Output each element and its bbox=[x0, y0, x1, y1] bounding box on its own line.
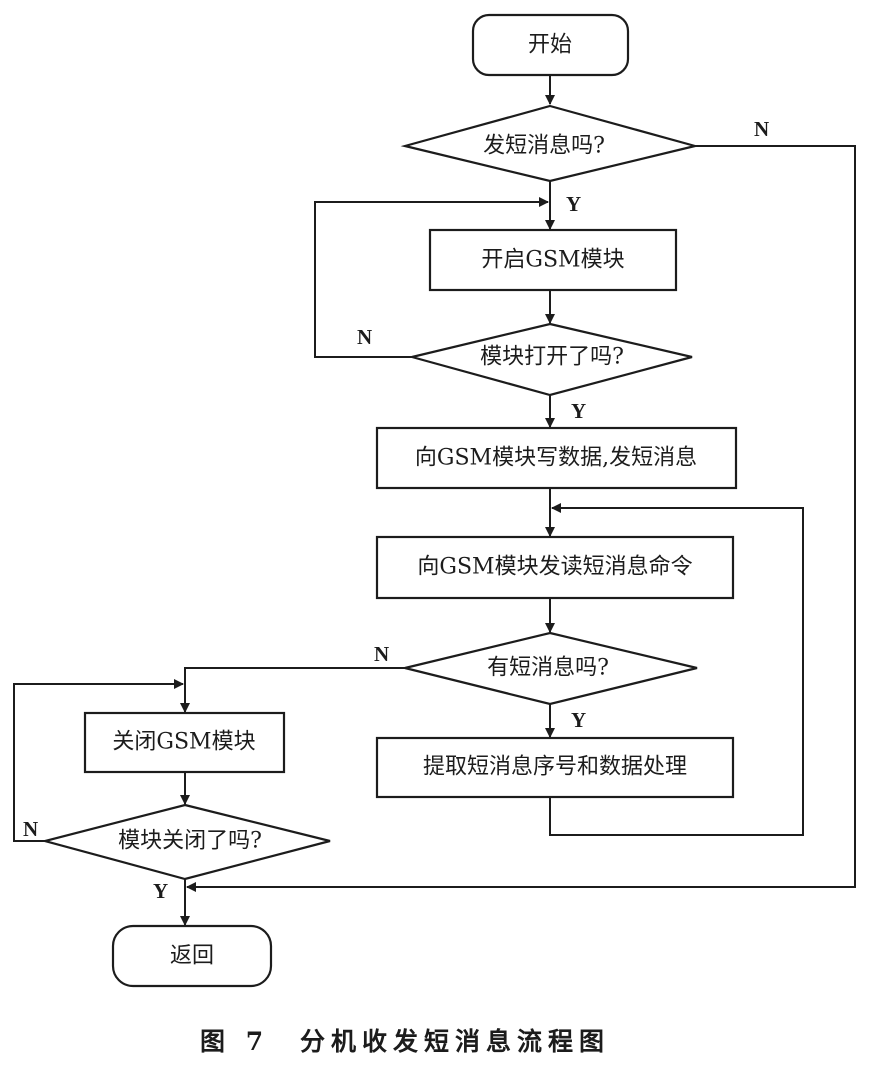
decision-module-open-label: 模块打开了吗? bbox=[480, 345, 624, 370]
decision-module-closed-label: 模块关闭了吗? bbox=[118, 829, 262, 854]
label-send-sms-no: N bbox=[754, 117, 769, 141]
process-open-gsm: 开启GSM模块 bbox=[428, 228, 678, 292]
start-label: 开始 bbox=[528, 33, 572, 58]
process-extract-sms: 提取短消息序号和数据处理 bbox=[375, 736, 735, 799]
process-open-gsm-label: 开启GSM模块 bbox=[481, 248, 624, 273]
process-read-cmd: 向GSM模块发读短消息命令 bbox=[375, 535, 735, 600]
decision-has-sms-label: 有短消息吗? bbox=[487, 656, 609, 681]
process-write-data-label: 向GSM模块写数据,发短消息 bbox=[415, 446, 697, 471]
branch-labels: N Y N Y N Y N Y bbox=[23, 117, 769, 903]
decision-send-sms: 发短消息吗? bbox=[400, 104, 700, 183]
process-close-gsm: 关闭GSM模块 bbox=[83, 711, 286, 774]
label-module-open-yes: Y bbox=[571, 399, 586, 423]
label-send-sms-yes: Y bbox=[566, 192, 581, 216]
return-label: 返回 bbox=[170, 944, 214, 969]
start-node: 开始 bbox=[471, 13, 630, 77]
decision-send-sms-label: 发短消息吗? bbox=[483, 134, 605, 159]
arrow-module-open-no-loop bbox=[314, 197, 549, 358]
label-module-closed-yes: Y bbox=[153, 879, 168, 903]
label-module-closed-no: N bbox=[23, 817, 38, 841]
arrow-module-closed-no-loop bbox=[13, 679, 184, 842]
process-close-gsm-label: 关闭GSM模块 bbox=[112, 730, 255, 755]
figure-number: 图 7 bbox=[200, 1027, 269, 1056]
return-node: 返回 bbox=[111, 924, 273, 988]
process-write-data: 向GSM模块写数据,发短消息 bbox=[375, 426, 738, 490]
process-read-cmd-label: 向GSM模块发读短消息命令 bbox=[417, 555, 692, 580]
arrow-has-sms-no bbox=[180, 667, 405, 713]
process-extract-sms-label: 提取短消息序号和数据处理 bbox=[423, 755, 687, 780]
arrow-send-sms-no bbox=[186, 145, 856, 892]
arrow-extract-loop bbox=[549, 503, 804, 836]
connectors bbox=[13, 75, 856, 926]
label-has-sms-no: N bbox=[374, 642, 389, 666]
label-module-open-no: N bbox=[357, 325, 372, 349]
decision-has-sms: 有短消息吗? bbox=[404, 631, 698, 706]
figure-title: 分机收发短消息流程图 bbox=[300, 1027, 610, 1056]
decision-module-closed: 模块关闭了吗? bbox=[40, 803, 331, 881]
decision-module-open: 模块打开了吗? bbox=[411, 322, 693, 397]
label-has-sms-yes: Y bbox=[571, 708, 586, 732]
figure-caption: 图 7 分机收发短消息流程图 bbox=[200, 1027, 610, 1056]
